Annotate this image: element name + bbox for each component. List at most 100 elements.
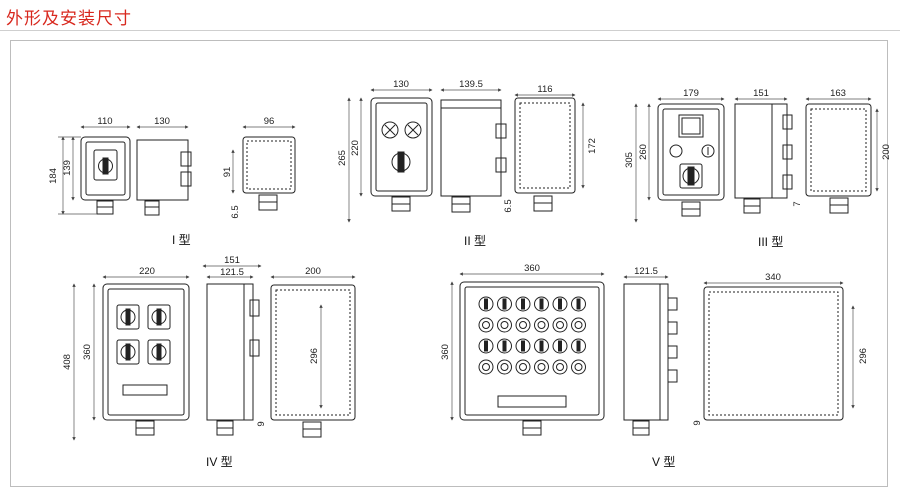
type-1-switch-plate — [93, 149, 118, 181]
type-5-button-center — [574, 321, 583, 329]
type-5-button — [534, 296, 549, 312]
t2-height-body: 220 — [350, 140, 361, 156]
type-2-side-body — [440, 99, 502, 197]
type-5-side-body — [623, 283, 669, 421]
type-2-label: II 型 — [464, 234, 486, 248]
type-3-button — [701, 144, 715, 158]
type-5-button-center — [558, 298, 562, 310]
type-5-button-grid — [478, 296, 586, 375]
type-5-button-center — [574, 363, 583, 371]
type-1-dims — [58, 125, 296, 215]
type-5-button-center — [519, 321, 527, 329]
type-1-back-body — [242, 136, 296, 194]
title-divider — [0, 30, 900, 31]
type-5-button-center — [537, 363, 546, 371]
t4-height-body: 360 — [82, 344, 93, 360]
type-3-meter-window — [678, 114, 704, 138]
t4-front-width: 220 — [139, 266, 155, 277]
type-4-group — [102, 283, 356, 438]
type-4-side-body — [206, 283, 254, 421]
type-5-back-body — [703, 286, 844, 421]
t4-side-width-outer: 151 — [224, 255, 240, 266]
page-title: 外形及安装尺寸 — [6, 9, 132, 29]
t5-front-width: 360 — [524, 263, 540, 274]
type-5-button-center — [502, 340, 507, 352]
type-5-button — [478, 359, 494, 375]
type-5-button — [515, 317, 531, 333]
t1-height-total: 184 — [48, 168, 59, 184]
type-5-button — [552, 317, 568, 333]
type-4-switch-matrix — [116, 304, 171, 365]
type-2-indicator-2 — [404, 121, 422, 139]
t5-side-width: 121.5 — [634, 266, 658, 277]
type-5-dims — [450, 272, 855, 421]
type-5-button-center — [519, 363, 527, 371]
t1-side-width: 130 — [154, 116, 170, 127]
type-3-indicator — [669, 144, 683, 158]
type-5-button-center — [500, 363, 509, 371]
type-5-button — [497, 338, 512, 354]
type-4-nameplate — [122, 384, 168, 396]
t3-front-width: 179 — [683, 88, 699, 99]
type-5-button-center — [482, 363, 490, 371]
t1-offset: 6.5 — [230, 205, 241, 218]
type-2-back-body — [514, 97, 576, 194]
type-3-label: III 型 — [758, 235, 783, 249]
type-5-button — [571, 296, 586, 312]
t2-offset: 6.5 — [503, 199, 514, 212]
t1-height-back: 91 — [222, 167, 233, 178]
type-5-button — [534, 317, 549, 333]
t5-back-width: 340 — [765, 272, 781, 283]
type-5-button — [552, 338, 568, 354]
type-2-group — [370, 97, 576, 213]
type-5-button-center — [502, 298, 507, 310]
type-3-back-body — [805, 103, 872, 197]
t3-height-back: 200 — [881, 144, 892, 160]
type-5-button-center — [537, 321, 546, 329]
t2-side-width: 139.5 — [459, 79, 483, 90]
t3-offset: 7 — [792, 201, 803, 206]
type-5-nameplate — [497, 395, 567, 408]
type-5-group — [459, 281, 844, 436]
type-5-button — [515, 296, 531, 312]
type-5-button — [515, 338, 531, 354]
t2-front-width: 130 — [393, 79, 409, 90]
type-5-button — [552, 296, 568, 312]
type-5-button — [497, 359, 512, 375]
t3-back-width: 163 — [830, 88, 846, 99]
type-1-side-body — [136, 139, 189, 201]
type-2-dims — [347, 88, 585, 223]
type-5-button — [571, 317, 586, 333]
type-5-label: V 型 — [652, 455, 675, 469]
type-1-front-body — [80, 136, 131, 201]
type-4-back-body — [270, 284, 356, 421]
t4-offset: 9 — [256, 421, 267, 426]
type-5-button — [534, 359, 549, 375]
type-5-button — [497, 317, 512, 333]
type-5-button-center — [556, 363, 564, 371]
drawing-frame — [10, 40, 888, 487]
type-5-button — [478, 338, 494, 354]
type-2-indicator-1 — [381, 121, 399, 139]
type-5-button — [515, 359, 531, 375]
t5-height-body: 360 — [440, 344, 451, 360]
type-5-button — [478, 317, 494, 333]
t1-height-body: 139 — [62, 160, 73, 176]
t5-height-back: 296 — [858, 348, 869, 364]
type-5-button — [571, 359, 586, 375]
type-4-front-body — [102, 283, 190, 421]
t1-front-width: 110 — [97, 116, 112, 127]
t2-back-width: 116 — [537, 84, 552, 95]
type-4-label: IV 型 — [206, 455, 233, 469]
t2-height-total: 265 — [337, 150, 348, 166]
type-3-dims — [634, 97, 879, 223]
t3-height-body: 260 — [638, 144, 649, 160]
type-5-button — [552, 359, 568, 375]
t4-height-total: 408 — [62, 354, 73, 370]
type-5-button-center — [500, 321, 509, 329]
type-5-button — [497, 296, 512, 312]
t3-side-width: 151 — [753, 88, 769, 99]
type-5-front-body — [459, 281, 605, 421]
type-5-button-center — [539, 298, 544, 310]
